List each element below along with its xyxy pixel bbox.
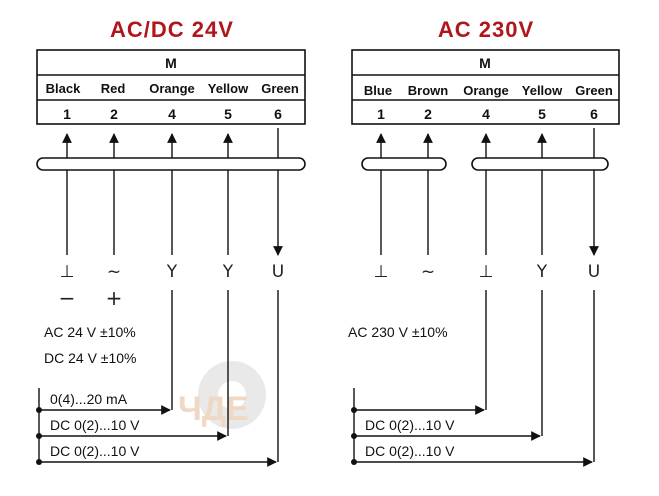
- left-ac-symbol: ~: [107, 262, 121, 282]
- left-wire-2: Red: [101, 81, 126, 96]
- right-header: M: [479, 55, 491, 71]
- right-terminal-1: 1: [377, 106, 385, 122]
- right-wire-5: Green: [575, 83, 613, 98]
- right-terminal-6: 6: [590, 106, 598, 122]
- left-u-symbol: U: [272, 262, 284, 282]
- right-ground-symbol-2: ⊥: [479, 262, 494, 282]
- left-wire-4: Yellow: [208, 81, 249, 96]
- left-signal-voltage-2: DC 0(2)...10 V: [50, 443, 140, 459]
- right-cable-sleeve-1: [361, 157, 447, 171]
- right-ac-symbol: ~: [421, 262, 435, 282]
- left-title: AC/DC 24V: [110, 17, 234, 42]
- left-signal-voltage-1: DC 0(2)...10 V: [50, 417, 140, 433]
- right-terminal-4: 4: [482, 106, 490, 122]
- right-terminal-5: 5: [538, 106, 546, 122]
- left-terminal-5: 5: [224, 106, 232, 122]
- right-ground-symbol-1: ⊥: [374, 262, 389, 282]
- left-cable-sleeve: [36, 157, 306, 171]
- left-terminal-4: 4: [168, 106, 176, 122]
- right-supply-ac: AC 230 V ±10%: [348, 324, 448, 340]
- right-signal-voltage-2: DC 0(2)...10 V: [365, 443, 455, 459]
- left-minus-symbol: −: [59, 286, 76, 310]
- left-diagram: AC/DC 24V M Black Red Orange Yellow Gree…: [36, 17, 306, 467]
- watermark: ЧДЕ: [178, 361, 266, 429]
- left-wire-1: Black: [46, 81, 81, 96]
- left-header: M: [165, 55, 177, 71]
- left-wire-5: Green: [261, 81, 299, 96]
- left-plus-symbol: +: [106, 286, 123, 310]
- right-wire-2: Brown: [408, 83, 449, 98]
- right-u-symbol: U: [588, 262, 600, 282]
- right-terminal-2: 2: [424, 106, 432, 122]
- left-y-symbol-1: Y: [166, 262, 178, 282]
- left-ground-symbol: ⊥: [60, 262, 75, 282]
- right-y-symbol: Y: [536, 262, 548, 282]
- watermark-text: ЧДЕ: [178, 390, 249, 428]
- right-wire-4: Yellow: [522, 83, 563, 98]
- left-terminal-2: 2: [110, 106, 118, 122]
- right-signal-voltage-1: DC 0(2)...10 V: [365, 417, 455, 433]
- left-supply-ac: AC 24 V ±10%: [44, 324, 136, 340]
- left-y-symbol-2: Y: [222, 262, 234, 282]
- left-terminal-6: 6: [274, 106, 282, 122]
- right-diagram: AC 230V M Blue Brown Orange Yellow Green…: [348, 17, 620, 467]
- right-wire-1: Blue: [364, 83, 392, 98]
- right-title: AC 230V: [438, 17, 534, 42]
- left-terminal-box: [36, 49, 306, 125]
- left-supply-dc: DC 24 V ±10%: [44, 350, 137, 366]
- left-wire-3: Orange: [149, 81, 195, 96]
- right-wire-3: Orange: [463, 83, 509, 98]
- right-terminal-box: [351, 49, 620, 125]
- left-signal-current: 0(4)...20 mA: [50, 391, 128, 407]
- left-terminal-1: 1: [63, 106, 71, 122]
